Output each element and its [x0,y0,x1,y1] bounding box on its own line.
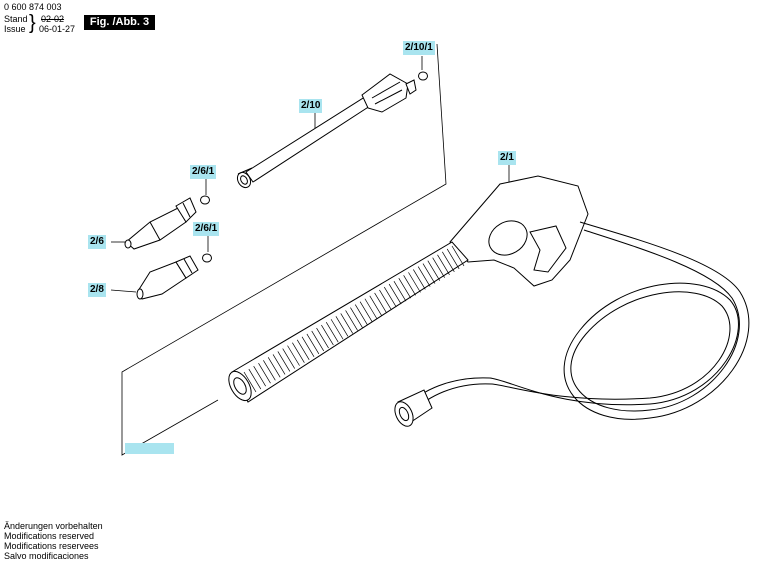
tube-rib [243,371,257,393]
tube-rib [287,345,300,366]
o-ring-2-6-1-lower [202,253,212,263]
tube-rib [379,289,392,311]
tube-rib [330,319,344,340]
label-2-6-1-upper: 2/6/1 [190,165,217,179]
o-ring-2-6-1-upper [200,195,210,205]
part-number: 0 600 874 003 [4,2,62,12]
tube-ribs [243,245,465,393]
tube-rib [272,354,286,375]
label-2-10-1: 2/10/1 [403,41,435,55]
brace-glyph: } [29,12,36,34]
tube-rib [398,278,412,299]
footer-line-3: Modifications reservees [4,541,99,551]
stand-label: Stand [4,14,28,24]
tube-rib [374,292,387,314]
tube-rib [263,360,276,381]
label-2-6: 2/6 [88,235,106,249]
label-2-10: 2/10 [299,99,323,113]
stand-value: 02-02 [41,14,65,24]
gun-handle-2-1 [449,175,589,287]
tube-rib [403,275,416,296]
tube-rib [442,251,455,273]
tube-rib [432,257,445,278]
tube-rib [248,368,262,390]
tube-rib [383,286,397,308]
tube-rib [413,269,426,290]
tube-rib [316,327,329,349]
tube-rib [258,363,271,384]
tube-rib [350,307,363,328]
label-2-6-1-lower: 2/6/1 [193,222,220,236]
tube-rib [408,272,421,293]
tube-rib [393,280,407,302]
tube-rib [446,248,460,270]
tube-rib [277,351,291,372]
tube-rib [451,245,465,267]
tube-rib [306,333,320,355]
tube-rib [427,260,441,281]
label-2-8: 2/8 [88,283,106,297]
tube-rib [437,254,450,275]
tube-rib [292,342,305,363]
footer-line-2: Modifications reserved [4,531,95,541]
tube-rib [296,339,310,360]
tube-rib [340,313,354,334]
highlight-marker [125,443,174,454]
tube-rib [359,301,373,322]
nozzle-2-8 [136,255,199,300]
hose-fitting [394,389,433,427]
tube-rib [354,304,368,325]
tube-rib [267,357,281,378]
tube-rib [325,322,339,343]
figure-title: Fig. /Abb. 3 [84,15,155,30]
leader-lines [110,56,510,293]
issue-value: 06-01-27 [39,24,76,34]
issue-label: Issue [4,24,26,34]
tube-rib [335,316,349,337]
tube-rib [253,365,266,387]
assembly-frame [121,43,447,456]
tube-rib [301,336,315,358]
tube-rib [321,324,334,346]
tube-rib [282,348,295,369]
o-ring-2-10-1 [418,71,428,81]
footer-line-1: Änderungen vorbehalten [4,521,103,531]
tube-rib [369,295,383,316]
tube-rib [311,330,325,352]
tube-rib [364,298,378,319]
tube-rib [417,266,431,287]
tube-rib [422,263,436,284]
hose [409,221,750,420]
lance-2-10 [236,73,417,189]
nozzle-2-6 [124,197,197,250]
tube-rib [388,283,402,305]
tube-rib [345,310,358,331]
label-2-1: 2/1 [498,151,516,165]
footer-line-4: Salvo modificaciones [4,551,89,561]
